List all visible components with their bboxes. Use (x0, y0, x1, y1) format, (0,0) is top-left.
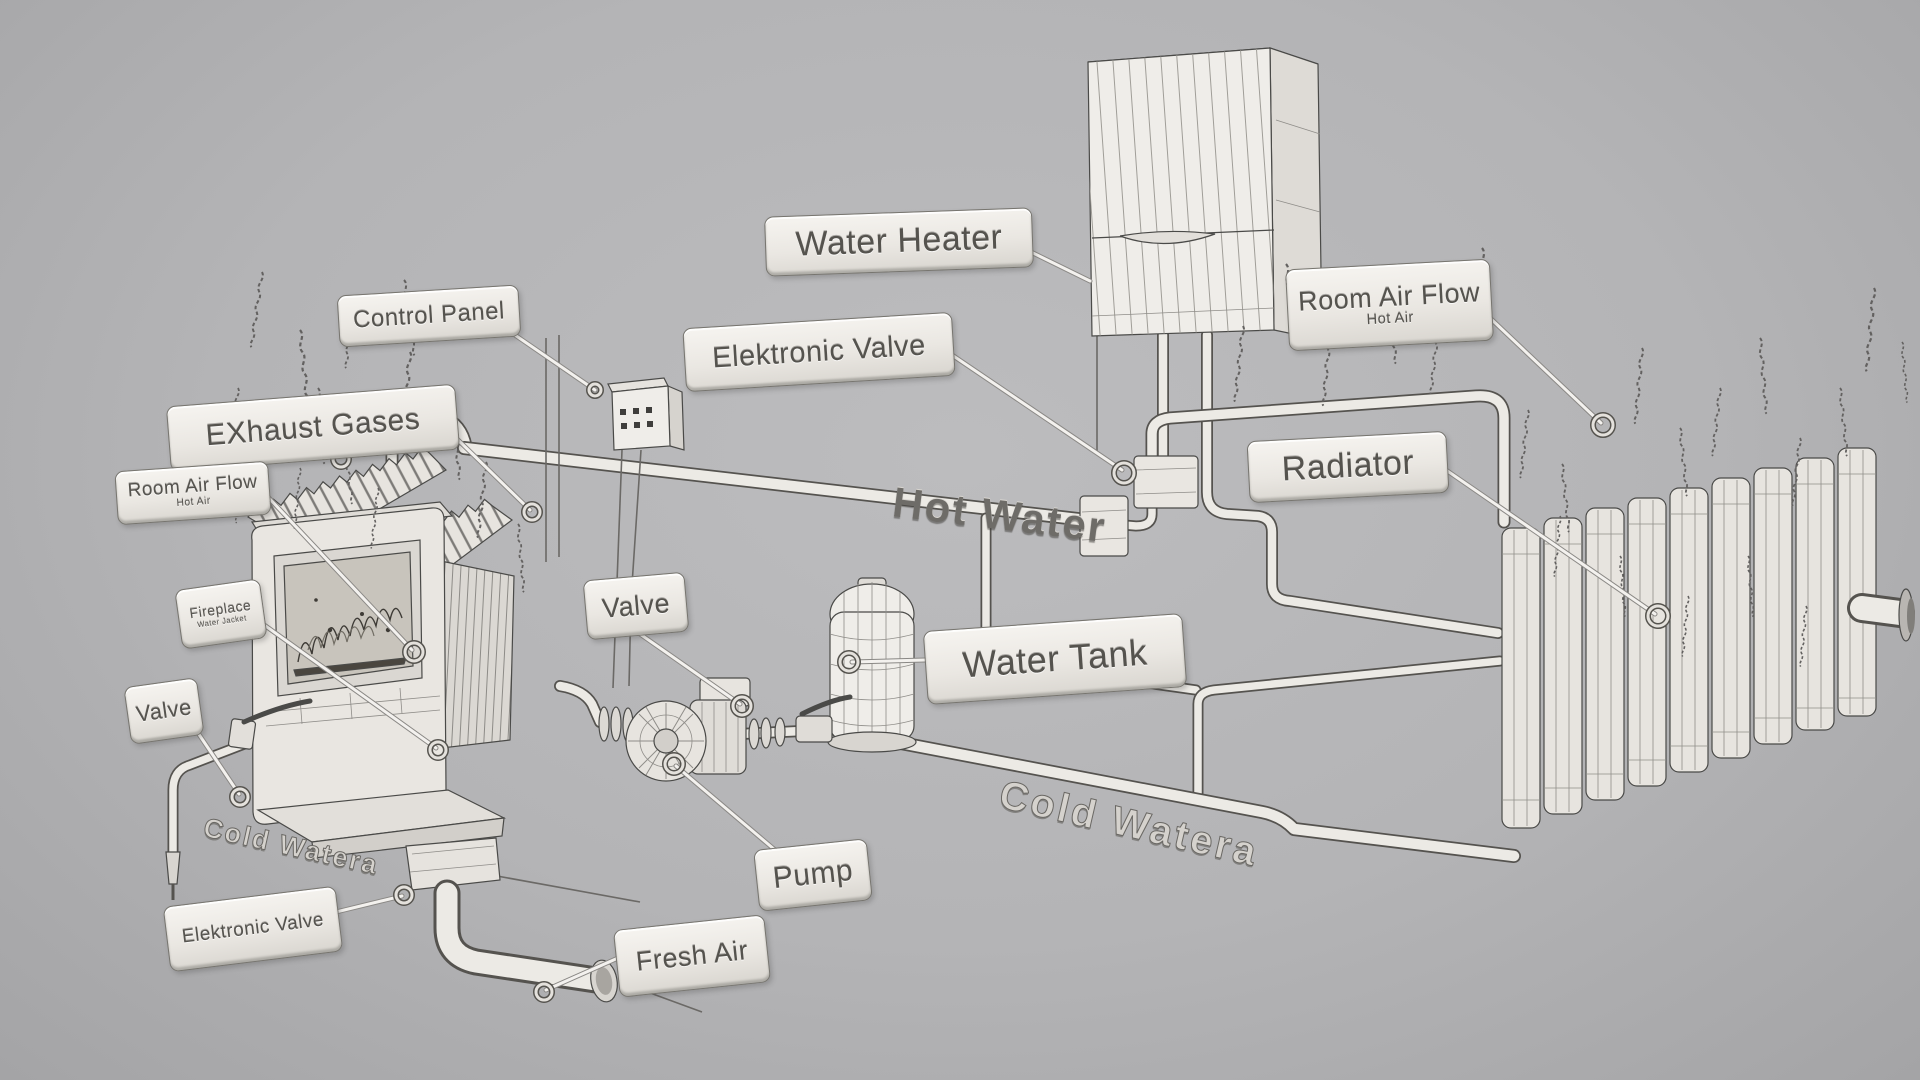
label-fresh-air-text: Fresh Air (634, 935, 750, 977)
label-room-air-flow-left-subtext: Hot Air (176, 495, 212, 510)
label-control-panel: Control Panel (336, 284, 522, 348)
label-valve-left-text: Valve (134, 693, 194, 727)
label-valve-center-text: Valve (600, 588, 672, 624)
fire-flames (293, 598, 407, 677)
label-pump-text: Pump (771, 854, 855, 896)
pipe-junction-box (1079, 495, 1129, 557)
label-radiator-text: Radiator (1280, 443, 1416, 489)
label-fireplace: Fireplace Water Jacket (174, 578, 268, 650)
radiator-outlet-stub (1847, 588, 1915, 642)
cold-water-inlet-valve (165, 698, 313, 900)
label-control-panel-text: Control Panel (352, 296, 506, 334)
label-pump: Pump (753, 838, 873, 912)
label-valve-left: Valve (123, 677, 205, 745)
label-water-heater: Water Heater (764, 207, 1034, 277)
label-room-air-flow-right-subtext: Hot Air (1366, 309, 1415, 329)
elektronic-valve-unit-top (1133, 455, 1199, 509)
control-panel-unit (607, 377, 685, 451)
fireplace-unit (247, 446, 515, 859)
water-heater-unit (1087, 47, 1323, 341)
label-room-air-flow-left: Room Air Flow Hot Air (114, 460, 272, 526)
leader-lines (193, 249, 1658, 993)
label-water-tank-text: Water Tank (961, 631, 1149, 686)
label-elektronic-valve-bottom-text: Elektronic Valve (180, 909, 326, 948)
label-elektronic-valve-top-text: Elektronic Valve (711, 329, 927, 375)
water-tank-vessel (827, 577, 917, 753)
label-valve-center: Valve (582, 571, 690, 641)
label-radiator: Radiator (1246, 430, 1450, 504)
label-water-heater-text: Water Heater (794, 218, 1004, 264)
label-room-air-flow-right: Room Air Flow Hot Air (1284, 258, 1495, 352)
radiator-columns (1501, 447, 1877, 829)
label-exhaust-gases-text: EXhaust Gases (204, 403, 422, 453)
radiator-unit (1501, 447, 1915, 829)
fresh-air-duct (405, 837, 703, 1013)
